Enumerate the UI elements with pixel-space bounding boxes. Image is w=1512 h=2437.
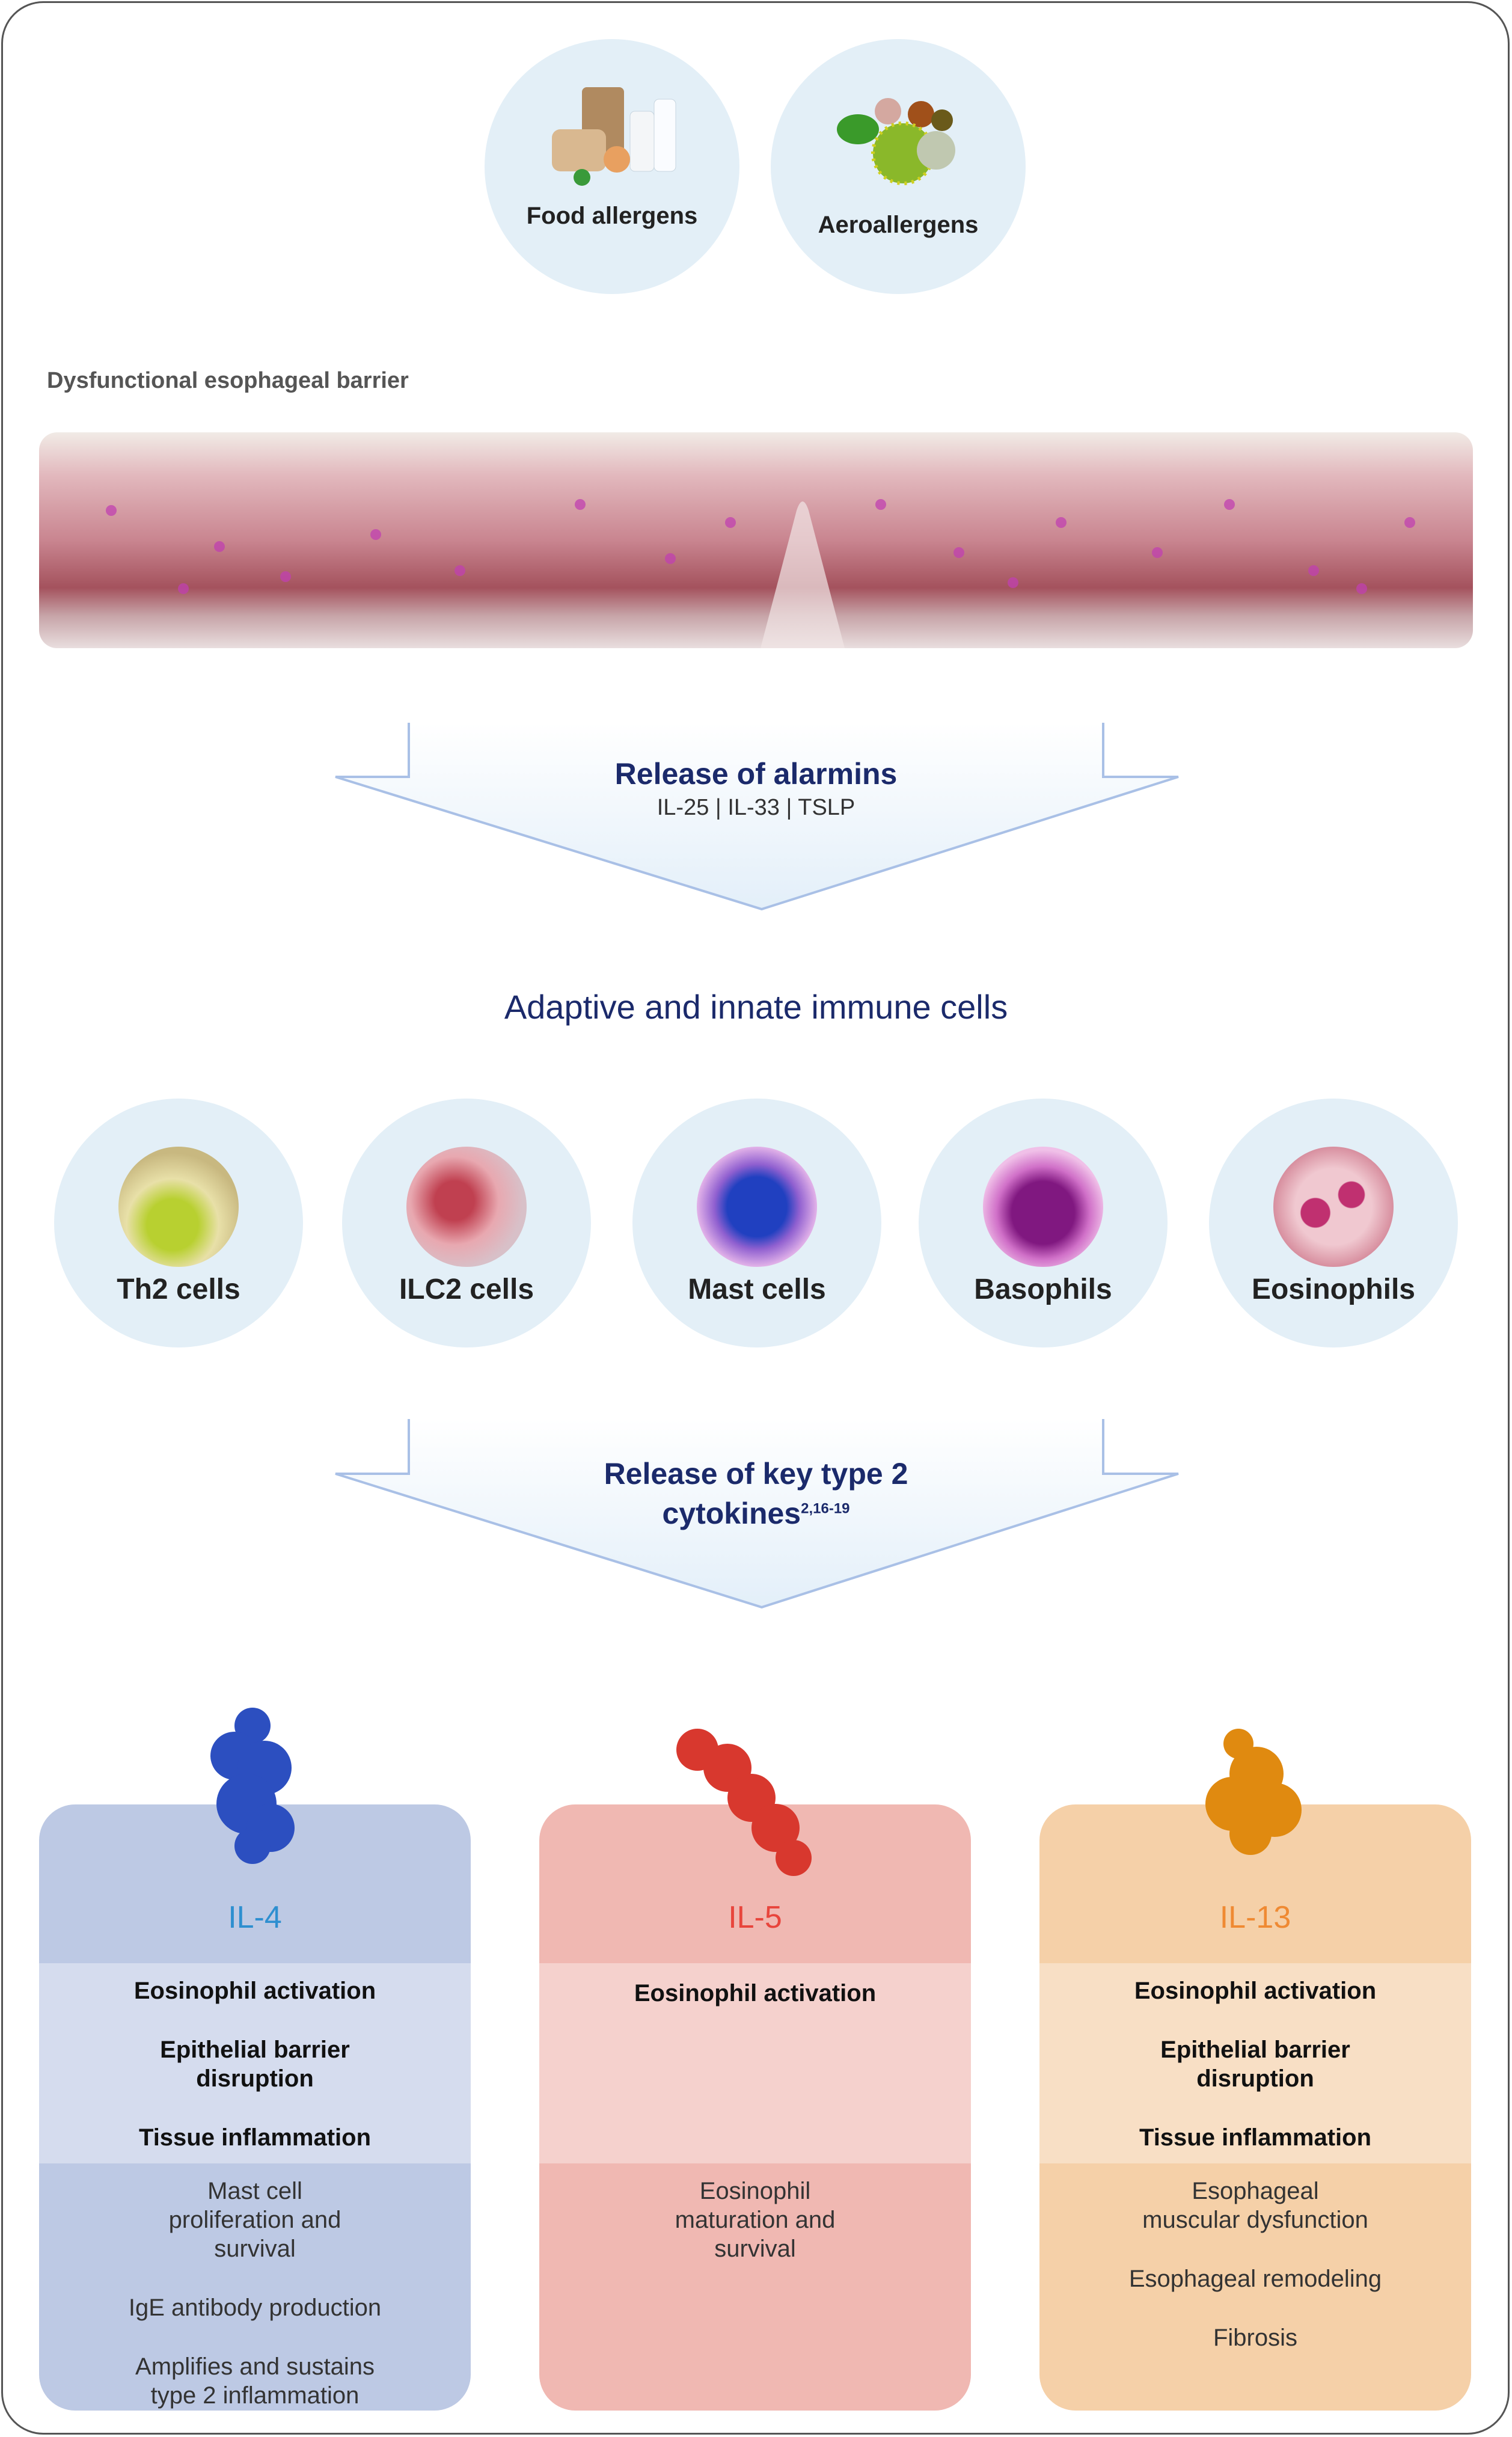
cytokines-title-text: cytokines bbox=[662, 1497, 801, 1530]
mast-cells-circle: Mast cells bbox=[632, 1099, 881, 1347]
immune-cells-title: Adaptive and innate immune cells bbox=[504, 988, 1008, 1026]
eosinophils-circle: Eosinophils bbox=[1209, 1099, 1458, 1347]
il13-molecule-icon bbox=[1205, 1729, 1302, 1855]
food-icon bbox=[552, 87, 676, 186]
ilc2-cells-circle: ILC2 cells bbox=[342, 1099, 591, 1347]
alarmins-title: Release of alarmins bbox=[614, 757, 898, 791]
aeroallergens-label: Aeroallergens bbox=[818, 212, 979, 238]
cytokine-name: IL-5 bbox=[728, 1900, 782, 1935]
alarmins-subtitle: IL-25 | IL-33 | TSLP bbox=[657, 795, 855, 820]
specific-effect: Fibrosis bbox=[1213, 2325, 1298, 2351]
mast-cell-icon bbox=[697, 1147, 817, 1267]
specific-effect: Eosinophil maturation and survival bbox=[675, 2178, 836, 2262]
specific-effect: IgE antibody production bbox=[128, 2294, 382, 2321]
food-allergens-label: Food allergens bbox=[526, 203, 698, 229]
aeroallergens-circle: Aeroallergens bbox=[771, 39, 1026, 294]
cell-label: Eosinophils bbox=[1251, 1274, 1415, 1305]
ilc2-cell-icon bbox=[406, 1147, 527, 1267]
il5-molecule-icon bbox=[676, 1729, 812, 1876]
cytokine-name: IL-13 bbox=[1219, 1900, 1291, 1935]
cytokines-arrow bbox=[335, 1419, 1179, 1609]
barrier-title: Dysfunctional esophageal barrier bbox=[47, 368, 409, 393]
il13-card: IL-13 Eosinophil activation Epithelial b… bbox=[1039, 1804, 1471, 2411]
specific-effect: Amplifies and sustains type 2 inflammati… bbox=[135, 2353, 375, 2409]
cell-label: Th2 cells bbox=[117, 1274, 240, 1305]
shared-effect: Tissue inflammation bbox=[138, 2124, 371, 2151]
esophageal-tissue-illustration bbox=[39, 432, 1473, 648]
il4-card: IL-4 Eosinophil activation Epithelial ba… bbox=[39, 1804, 471, 2411]
eosinophil-icon bbox=[1273, 1147, 1394, 1267]
cell-label: ILC2 cells bbox=[399, 1274, 534, 1305]
specific-effect: Esophageal remodeling bbox=[1128, 2266, 1382, 2292]
basophils-circle: Basophils bbox=[919, 1099, 1168, 1347]
food-allergens-circle: Food allergens bbox=[485, 39, 739, 294]
cell-label: Basophils bbox=[974, 1274, 1112, 1305]
th2-cell-icon bbox=[118, 1147, 239, 1267]
cell-label: Mast cells bbox=[688, 1274, 826, 1305]
specific-effect: Mast cell proliferation and survival bbox=[168, 2178, 341, 2262]
shared-effect: Eosinophil activation bbox=[1134, 1978, 1377, 2004]
il5-card: IL-5 Eosinophil activation Eosinophil ma… bbox=[539, 1804, 971, 2411]
shared-effect: Tissue inflammation bbox=[1139, 2124, 1371, 2151]
cytokine-name: IL-4 bbox=[228, 1900, 282, 1935]
th2-cells-circle: Th2 cells bbox=[54, 1099, 303, 1347]
cytokines-title-line1: Release of key type 2 bbox=[604, 1457, 908, 1491]
pollen-icon bbox=[837, 98, 955, 185]
shared-effect: Eosinophil activation bbox=[133, 1978, 376, 2004]
shared-effect: Epithelial barrier disruption bbox=[160, 2037, 350, 2092]
specific-effect: Esophageal muscular dysfunction bbox=[1142, 2178, 1368, 2233]
cytokines-title-line2: cytokines2,16-19 bbox=[0, 1496, 1512, 1531]
citation-superscript: 2,16-19 bbox=[801, 1500, 850, 1517]
shared-effect: Eosinophil activation bbox=[634, 1980, 877, 2006]
basophil-icon bbox=[983, 1147, 1103, 1267]
il4-molecule-icon bbox=[210, 1708, 295, 1864]
alarmins-arrow bbox=[335, 723, 1179, 911]
shared-effect: Epithelial barrier disruption bbox=[1160, 2037, 1350, 2092]
